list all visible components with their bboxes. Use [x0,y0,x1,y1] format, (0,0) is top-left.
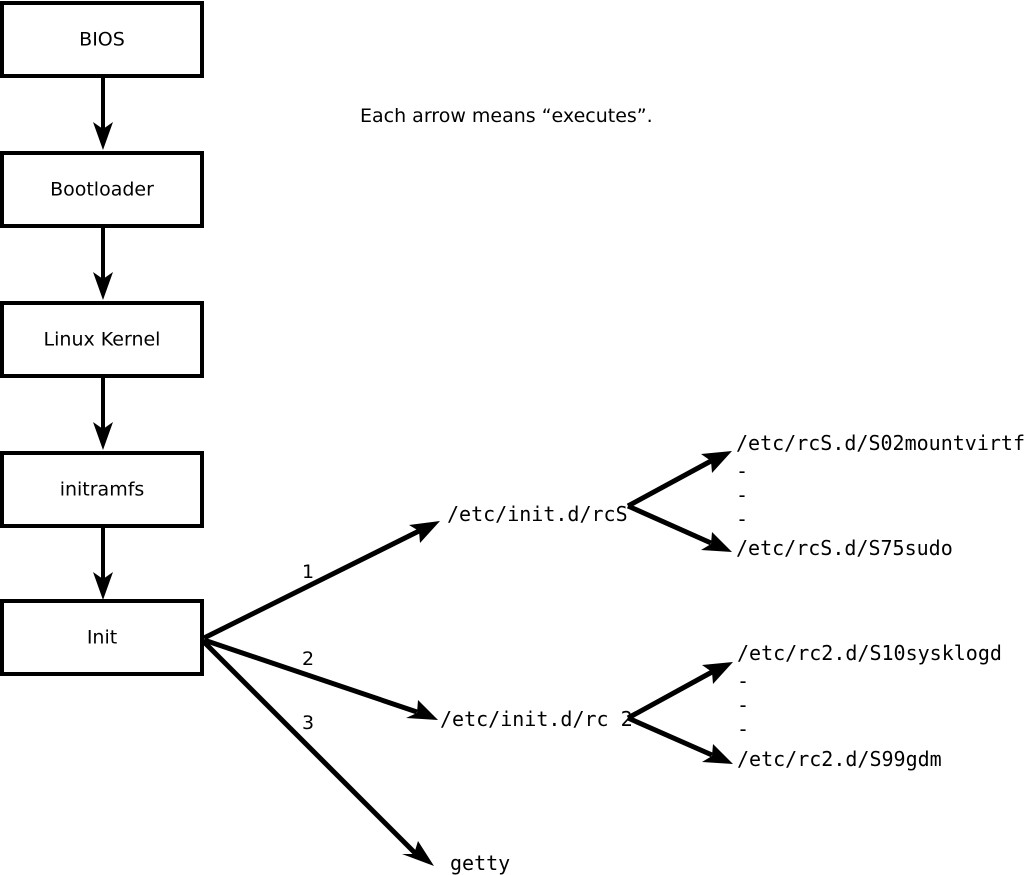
node-init-box [0,599,204,676]
rcs-lower-arrow [626,503,732,552]
node-linux-kernel-box [0,301,204,378]
arrowhead-icon [702,744,733,764]
branch-2-number: 2 [302,648,314,670]
branch-1-arrow [202,521,440,641]
rcs-ellipsis-dash-3: - [736,507,748,531]
arrowhead-icon [701,451,732,473]
arrowhead-icon [406,700,438,720]
rc2-upper-arrow [626,662,733,721]
rcs-ellipsis-dash-2: - [736,483,748,507]
rc2-last-script-label: /etc/rc2.d/S99gdm [737,747,942,771]
node-initramfs-box [0,451,204,528]
rcs-first-script-label: /etc/rcS.d/S02mountvirtfs [736,431,1024,455]
node-linux-kernel: Linux Kernel [0,301,204,378]
rcs-ellipsis-dash-1: - [736,459,748,483]
branch-3-number: 3 [302,712,314,734]
branch-2-target-label: /etc/init.d/rc 2 [440,707,633,731]
node-initramfs-label: initramfs [60,479,145,501]
node-bootloader: Bootloader [0,151,204,228]
arrow-kernel-to-initramfs [93,378,113,450]
arrowhead-icon [701,532,732,552]
rcs-last-script-label: /etc/rcS.d/S75sudo [736,536,953,560]
branch-1-number: 1 [302,561,314,583]
rc2-ellipsis-dash-1: - [737,669,749,693]
node-bootloader-label: Bootloader [50,179,154,201]
arrowhead-icon [93,272,113,300]
node-bios: BIOS [0,1,204,78]
arrowhead-icon [93,422,113,450]
caption-text: Each arrow means “executes”. [360,105,653,127]
branch-1-target-label: /etc/init.d/rcS [447,502,628,526]
arrowhead-icon [93,122,113,150]
node-bios-label: BIOS [79,29,125,51]
arrow-bootloader-to-kernel [93,228,113,300]
rc2-ellipsis-dash-2: - [737,693,749,717]
rc2-first-script-label: /etc/rc2.d/S10sysklogd [737,641,1002,665]
branch-3-arrow [202,640,434,866]
node-bios-box [0,1,204,78]
arrow-bios-to-bootloader [93,78,113,150]
rc2-ellipsis-dash-3: - [737,717,749,741]
node-init-label: Init [87,627,117,649]
rcs-upper-arrow [626,451,732,509]
branch-3-target-label: getty [450,851,510,875]
node-linux-kernel-label: Linux Kernel [44,329,161,351]
arrowhead-icon [93,572,113,600]
arrowhead-icon [402,841,434,866]
node-initramfs: initramfs [0,451,204,528]
arrowhead-icon [702,662,733,684]
node-bootloader-box [0,151,204,228]
arrowhead-icon [409,521,440,543]
node-init: Init [0,599,204,676]
arrow-initramfs-to-init [93,528,113,600]
rc2-lower-arrow [626,715,733,764]
branch-2-arrow [203,637,438,720]
